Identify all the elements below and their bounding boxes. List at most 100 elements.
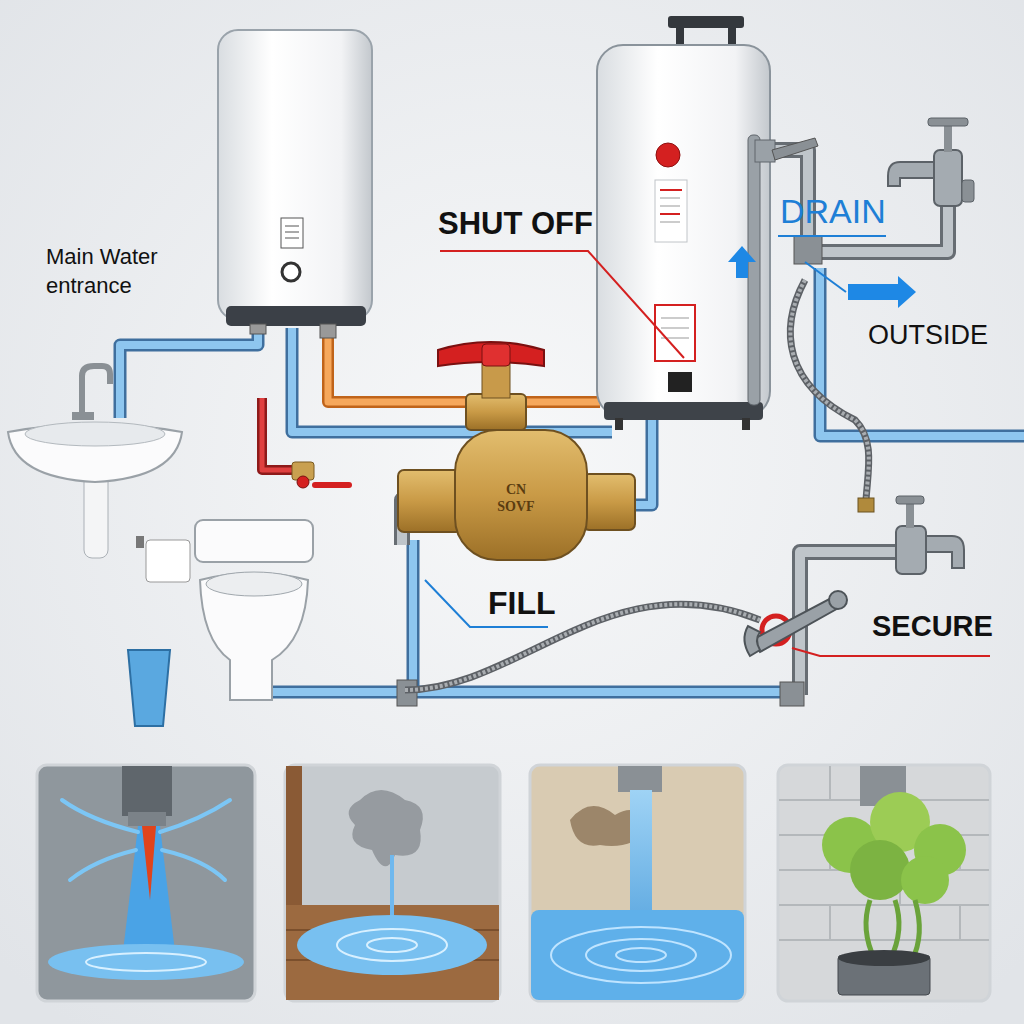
- flex-hose-part: [790, 280, 868, 500]
- small-water-heater: [218, 30, 372, 338]
- problem-panel-part: [551, 927, 731, 983]
- faucet-part: [934, 150, 962, 206]
- problem-panel-part: [86, 953, 206, 971]
- sink-part: [25, 422, 165, 446]
- problem-panel-part: [286, 905, 499, 1000]
- water-heater-tank-part: [661, 328, 689, 329]
- water-heater-tank-part: [597, 45, 770, 417]
- water-pipes-part: [120, 328, 258, 418]
- problem-panel-part: [122, 766, 172, 816]
- shutoff-valve-part: [482, 344, 510, 366]
- water-heater-tank-part: [655, 180, 687, 242]
- problem-panel-part: [531, 910, 744, 1000]
- faucet-part: [962, 180, 974, 202]
- valve-marking: CN SOVF: [490, 482, 542, 516]
- water-pipes-part: [328, 328, 600, 402]
- shutoff-valve-part: [482, 362, 510, 398]
- callout-label: FILL: [488, 585, 556, 622]
- toilet-part: [136, 536, 144, 548]
- problem-panel-part: [901, 856, 949, 904]
- problem-panel: [37, 765, 255, 1001]
- flex-hose-part: [405, 604, 760, 690]
- problem-panel-part: [349, 790, 423, 866]
- problem-panel-part: [586, 939, 696, 971]
- shutoff-valve-part: [398, 470, 462, 532]
- small-water-heater-part: [226, 306, 366, 326]
- problem-panel-part: [285, 765, 500, 1001]
- problem-panel-part: [142, 826, 156, 900]
- problem-panel-part: [122, 826, 176, 960]
- small-valve-part: [297, 476, 309, 488]
- leader-lines-part: [728, 246, 756, 278]
- problem-panel-part: [367, 938, 417, 952]
- water-pipes-part: [262, 398, 296, 470]
- sink-part: [82, 366, 110, 416]
- location-label: Main Water entrance: [46, 243, 186, 300]
- faucet: [888, 118, 974, 206]
- wrench-part: [829, 591, 847, 609]
- water-pipes-part: [780, 682, 804, 706]
- small-valve: [292, 462, 352, 488]
- problem-panel-part: [297, 915, 487, 975]
- water-heater-tank-part: [772, 138, 818, 160]
- water-heater-tank-part: [661, 318, 689, 319]
- shutoff-valve-part: [583, 474, 635, 530]
- water-heater-tank-part: [660, 198, 680, 199]
- water-heater-tank-part: [660, 206, 680, 207]
- water-pipes-part: [770, 150, 948, 252]
- leader-lines-part: [848, 276, 916, 308]
- flex-hose-part: [405, 604, 760, 690]
- problem-panel-part: [838, 950, 930, 966]
- small-water-heater-part: [285, 226, 299, 227]
- problem-panel-part: [530, 765, 745, 1001]
- sink-part: [72, 412, 94, 420]
- problem-panel-part: [779, 766, 989, 940]
- water-pipes-part: [794, 236, 822, 264]
- water-pipes-part: [292, 328, 612, 432]
- shutoff-valve-part: [466, 394, 526, 430]
- callout-label: DRAIN: [780, 192, 886, 231]
- small-water-heater-part: [282, 263, 300, 281]
- water-heater-tank-part: [656, 143, 680, 167]
- faucet-part: [896, 526, 926, 574]
- small-valve-part: [312, 482, 352, 488]
- water-heater-tank-part: [742, 418, 750, 430]
- faucet: [896, 496, 964, 574]
- leader-lines-part: [805, 262, 846, 292]
- small-water-heater-part: [250, 324, 266, 334]
- water-pipes-part: [770, 150, 948, 252]
- leader-lines: [425, 236, 990, 656]
- problem-panel-part: [618, 766, 662, 792]
- faucet-part: [896, 496, 924, 504]
- leader-lines-part: [778, 235, 886, 237]
- problem-panel-part: [62, 800, 230, 880]
- toilet-part: [206, 572, 302, 596]
- leader-lines-part: [440, 251, 684, 358]
- shutoff-valve-part: [455, 430, 587, 560]
- water-pipes-part: [820, 268, 1024, 436]
- small-water-heater-part: [285, 232, 299, 233]
- problem-panel: [778, 765, 990, 1001]
- water-heater-tank-part: [615, 418, 623, 430]
- faucet-part: [926, 536, 964, 568]
- toilet-part: [195, 520, 313, 562]
- faucet-part: [888, 162, 934, 186]
- faucet-part: [928, 118, 968, 126]
- problem-panel-part: [616, 948, 666, 962]
- problem-panel-part: [48, 944, 244, 980]
- faucet-part: [944, 124, 952, 152]
- water-pipes-part: [292, 328, 612, 432]
- problem-panel-part: [778, 765, 990, 1001]
- problem-panel-part: [850, 840, 910, 900]
- small-water-heater-part: [281, 218, 303, 248]
- water-heater-tank-part: [660, 213, 680, 215]
- callout-label: SECURE: [872, 610, 993, 643]
- small-water-heater-part: [218, 30, 372, 320]
- water-heater-tank-part: [604, 402, 763, 420]
- water-pipes-part: [262, 398, 296, 470]
- problem-panel-part: [128, 812, 166, 826]
- problem-panel-part: [337, 929, 447, 961]
- water-pipes-part: [820, 268, 1024, 436]
